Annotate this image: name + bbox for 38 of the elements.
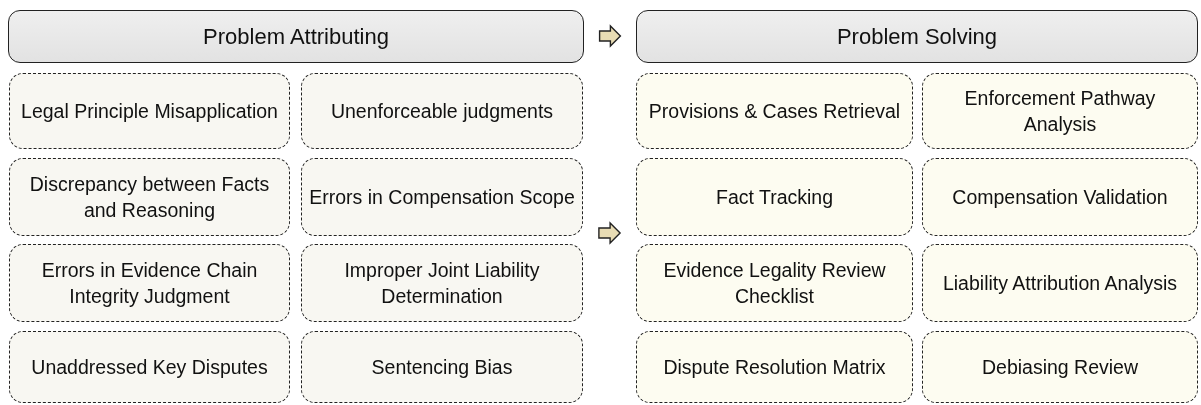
- stage-header: [8, 10, 584, 63]
- card-label: Legal Principle Misapplication: [21, 98, 278, 124]
- card-label: Compensation Validation: [952, 184, 1168, 210]
- category-card: [922, 244, 1198, 322]
- card-label: Fact Tracking: [715, 184, 833, 210]
- card-label: Improper Joint Liability Determination: [343, 257, 541, 309]
- card-label: Errors in Compensation Scope: [309, 184, 575, 210]
- category-card: [301, 244, 583, 322]
- card-label: Discrepancy between Facts and Reasoning: [28, 171, 271, 223]
- card-label: Errors in Evidence Chain Integrity Judgment: [40, 257, 259, 309]
- card-label: Provisions & Cases Retrieval: [648, 98, 901, 124]
- category-card: [301, 331, 583, 403]
- card-label: Evidence Legality Review Checklist: [662, 257, 887, 309]
- card-label: Unenforceable judgments: [330, 98, 554, 124]
- category-card: [636, 331, 913, 403]
- category-card: [9, 331, 290, 403]
- category-card: [636, 73, 913, 149]
- category-card: [9, 244, 290, 322]
- card-label: Liability Attribution Analysis: [942, 270, 1178, 296]
- header-title: Problem Attributing: [203, 23, 389, 50]
- stage-header: [636, 10, 1198, 63]
- category-card: [9, 158, 290, 236]
- category-card: [9, 73, 290, 149]
- category-card: [636, 244, 913, 322]
- block-arrow: [598, 221, 622, 245]
- category-card: [301, 73, 583, 149]
- card-label: Sentencing Bias: [371, 354, 513, 380]
- card-label: Unaddressed Key Disputes: [31, 354, 268, 380]
- category-card: [922, 331, 1198, 403]
- category-card: [636, 158, 913, 236]
- category-card: [922, 158, 1198, 236]
- card-label: Dispute Resolution Matrix: [663, 354, 886, 380]
- header-title: Problem Solving: [836, 23, 998, 50]
- block-arrow: [598, 24, 622, 48]
- category-card: [922, 73, 1198, 149]
- card-label: Debiasing Review: [981, 354, 1139, 380]
- card-label: Enforcement Pathway Analysis: [963, 85, 1157, 137]
- category-card: [301, 158, 583, 236]
